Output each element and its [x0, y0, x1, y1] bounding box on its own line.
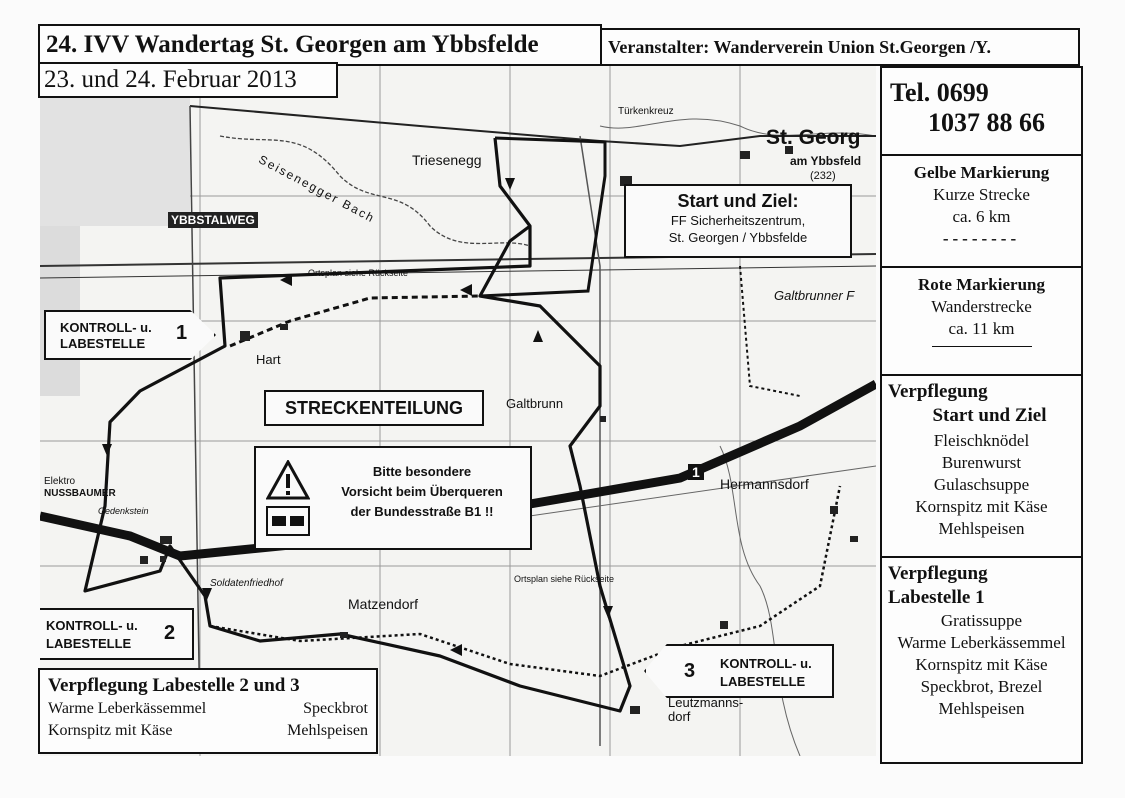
- red-line2: ca. 11 km: [948, 319, 1015, 338]
- phone-number: 1037 88 66: [928, 108, 1045, 137]
- checkpoint-1-sign: KONTROLL- u. LABESTELLE 1: [44, 310, 216, 360]
- checkpoint-2-sign: KONTROLL- u. LABESTELLE 2: [40, 608, 194, 660]
- road-code: (232): [810, 170, 836, 182]
- route-red: [83, 137, 632, 713]
- railway-line: [40, 265, 876, 279]
- traffic-icon: [266, 506, 310, 536]
- sidebar: Tel. 0699 1037 88 66 Gelbe Markierung Ku…: [880, 66, 1083, 764]
- red-marking-box: Rote Markierung Wanderstrecke ca. 11 km: [880, 266, 1083, 376]
- route-red: [479, 136, 607, 298]
- ortsplan-note: Ortsplan siehe Rückseite: [514, 574, 615, 584]
- start-finish-line2: St. Georgen / Ybbsfelde: [668, 230, 808, 245]
- yellow-marking-box: Gelbe Markierung Kurze Strecke ca. 6 km …: [880, 154, 1083, 268]
- food-start-title: Verpflegung: [888, 381, 988, 402]
- food-station1-subtitle: Labestelle 1: [888, 587, 985, 608]
- food-start-item: Burenwurst: [941, 453, 1022, 472]
- warning-line2: Vorsicht beim Überqueren: [341, 484, 503, 499]
- food-station23-title: Verpflegung Labestelle 2 und 3: [48, 675, 300, 696]
- food-station1-item: Warme Leberkässemmel: [897, 633, 1066, 652]
- food-station23-item: Speckbrot: [303, 700, 368, 717]
- food-station23-item: Warme Leberkässemmel: [48, 700, 207, 717]
- start-finish-sign: Start und Ziel: FF Sicherheitszentrum, S…: [624, 184, 852, 258]
- map-title: 24. IVV Wandertag St. Georgen am Ybbsfel…: [38, 24, 602, 66]
- food-station1-item: Kornspitz mit Käse: [915, 655, 1048, 674]
- route-yellow: [229, 294, 481, 348]
- red-title: Rote Markierung: [917, 275, 1045, 294]
- food-start-item: Fleischknödel: [933, 431, 1030, 450]
- warning-sign: Bitte besondere Vorsicht beim Überqueren…: [254, 446, 532, 550]
- route-yellow: [739, 265, 801, 397]
- place-am-ybbsfeld: am Ybbsfeld: [790, 154, 862, 168]
- food-start-item: Gulaschsuppe: [933, 475, 1030, 494]
- start-finish-line1: FF Sicherheitszentrum,: [670, 213, 806, 228]
- shop-elektro: Elektro: [44, 476, 76, 487]
- route-arrows: [102, 178, 613, 656]
- checkpoint-2-label: KONTROLL- u.: [46, 618, 138, 633]
- phone-label: Tel. 0699: [890, 78, 989, 107]
- checkpoint-2-number: 2: [164, 622, 176, 644]
- place-galtbrunn: Galtbrunn: [506, 396, 564, 411]
- warning-line1: Bitte besondere: [372, 464, 472, 479]
- stream: [599, 118, 876, 137]
- map-drawing: [40, 66, 876, 756]
- road: [189, 105, 876, 148]
- food-station1-title: Verpflegung: [888, 563, 988, 584]
- yellow-line2: ca. 6 km: [952, 207, 1011, 226]
- food-station1-item: Gratissuppe: [940, 611, 1023, 630]
- ybbstalweg-sign: YBBSTALWEG: [168, 212, 258, 228]
- food-station23-box: Verpflegung Labestelle 2 und 3 Warme Leb…: [38, 668, 378, 754]
- place-hart: Hart: [256, 352, 281, 367]
- checkpoint-1-number: 1: [176, 322, 188, 344]
- forest-area: [40, 86, 190, 226]
- food-station23-item: Mehlspeisen: [287, 722, 368, 739]
- place-leutzmannsdorf: Leutzmanns- dorf: [668, 695, 744, 724]
- red-line-legend: [931, 346, 1032, 347]
- checkpoint-3-number: 3: [684, 660, 696, 682]
- food-start-item: Mehlspeisen: [938, 519, 1025, 538]
- place-tuerkenkreuz: Türkenkreuz: [618, 106, 674, 117]
- highway-number: 1: [688, 464, 704, 480]
- food-station1-item: Speckbrot, Brezel: [920, 677, 1043, 696]
- route-map[interactable]: St. Georg am Ybbsfeld (232) Triesenegg T…: [40, 66, 876, 756]
- start-finish-title: Start und Ziel:: [677, 191, 799, 211]
- phone-box: Tel. 0699 1037 88 66: [880, 66, 1083, 156]
- food-station1-box: Verpflegung Labestelle 1 Gratissuppe War…: [880, 556, 1083, 764]
- checkpoint-3-label2: LABESTELLE: [720, 674, 806, 689]
- warning-line3: der Bundesstraße B1 !!: [350, 504, 494, 519]
- place-matzendorf: Matzendorf: [348, 596, 419, 612]
- route-split-sign: STRECKENTEILUNG: [264, 390, 484, 426]
- road: [189, 105, 201, 727]
- organizer: Veranstalter: Wanderverein Union St.Geor…: [600, 28, 1080, 66]
- place-soldatenfriedhof: Soldatenfriedhof: [210, 578, 283, 589]
- food-station1-item: Mehlspeisen: [938, 699, 1025, 718]
- yellow-dash-legend: --------: [942, 229, 1021, 248]
- checkpoint-1-label: KONTROLL- u.: [60, 320, 152, 335]
- food-start-box: Verpflegung Start und Ziel Fleischknödel…: [880, 374, 1083, 558]
- warning-triangle-icon: [266, 460, 310, 500]
- red-line1: Wanderstrecke: [931, 297, 1032, 316]
- checkpoint-3-label: KONTROLL- u.: [720, 656, 812, 671]
- yellow-title: Gelbe Markierung: [913, 163, 1050, 182]
- checkpoint-1-label2: LABESTELLE: [60, 336, 146, 351]
- place-st-georg: St. Georg: [766, 126, 861, 149]
- checkpoint-2-label2: LABESTELLE: [46, 636, 132, 651]
- checkpoint-3-sign: 3 KONTROLL- u. LABESTELLE: [644, 644, 834, 698]
- place-hermannsdorf: Hermannsdorf: [720, 476, 809, 492]
- food-station23-item: Kornspitz mit Käse: [48, 722, 173, 739]
- place-galtbrunner: Galtbrunner F: [774, 288, 855, 303]
- place-triesenegg: Triesenegg: [412, 152, 482, 168]
- food-start-subtitle: Start und Ziel: [932, 405, 1047, 426]
- route-yellow: [209, 485, 842, 678]
- shop-nussbaumer: NUSSBAUMER: [44, 488, 116, 499]
- food-start-item: Kornspitz mit Käse: [915, 497, 1048, 516]
- ortsplan-note: Ortsplan siehe Rückseite: [308, 268, 409, 278]
- stream-seisenegger-bach: [219, 135, 531, 247]
- event-date: 23. und 24. Februar 2013: [38, 62, 338, 98]
- buildings: [140, 146, 858, 714]
- yellow-line1: Kurze Strecke: [933, 185, 1030, 204]
- place-gedenkstein: Gedenkstein: [98, 506, 149, 516]
